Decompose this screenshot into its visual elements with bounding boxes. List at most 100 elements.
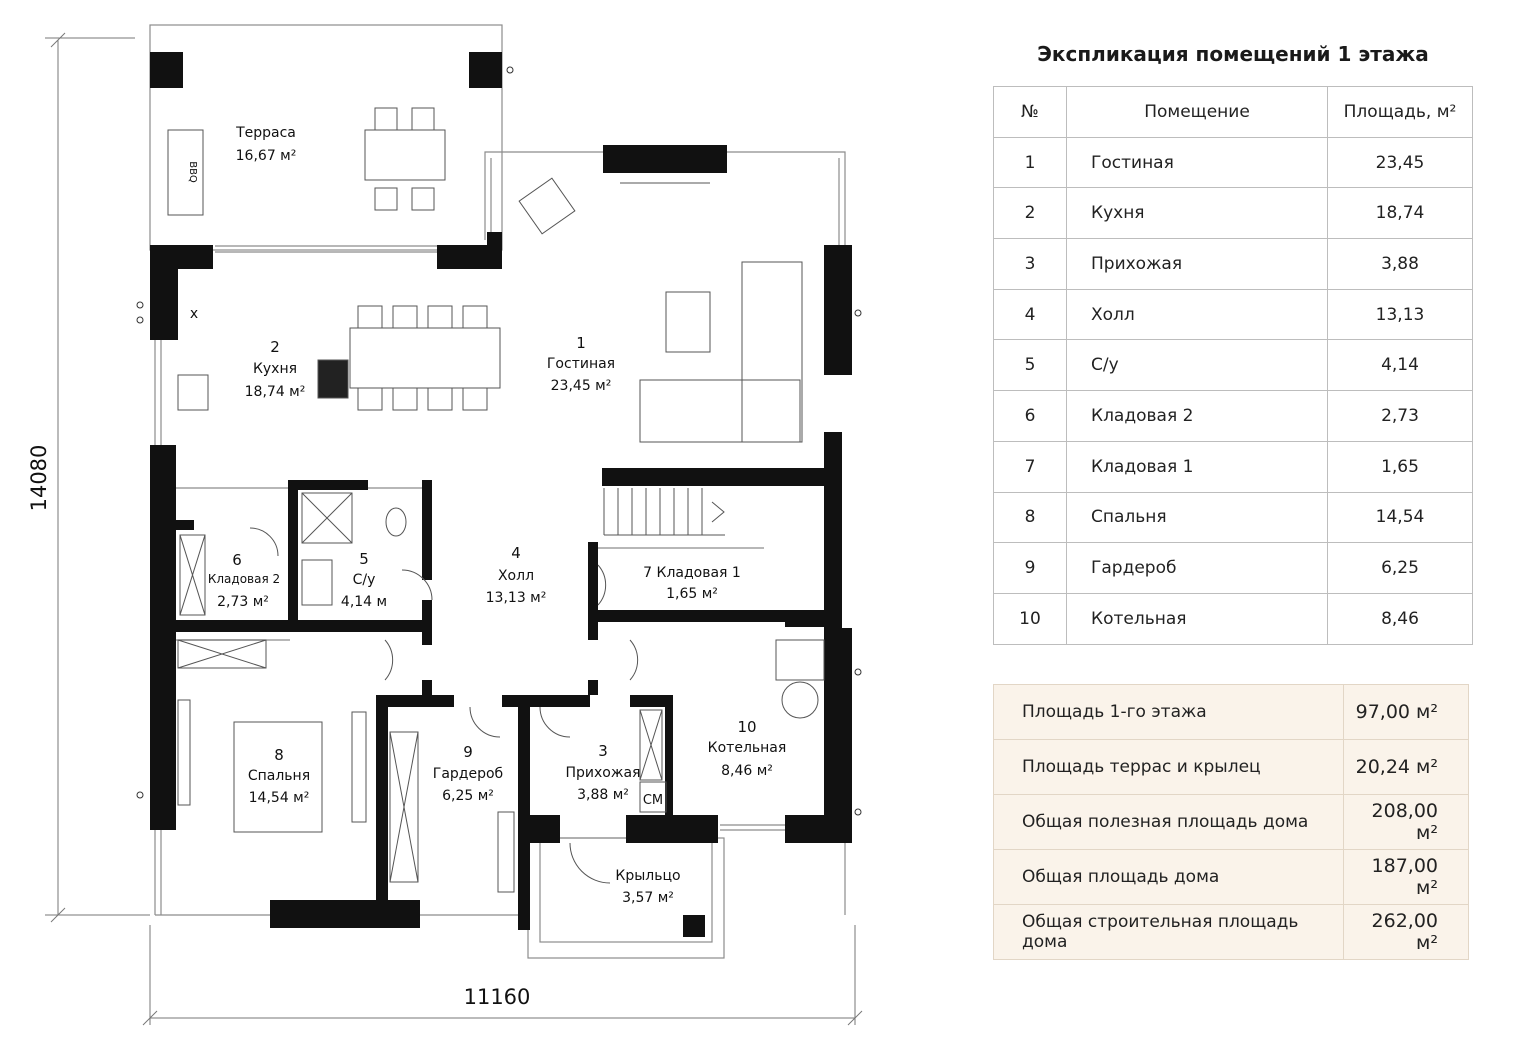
table-row: 6 Кладовая 2 2,73 xyxy=(993,390,1473,442)
terrace-name: Терраса xyxy=(235,125,296,141)
row-area: 1,65 xyxy=(1327,440,1473,493)
row-area: 8,46 xyxy=(1327,592,1473,645)
totals-value: 20,24 м² xyxy=(1342,739,1470,795)
header-room: Помещение xyxy=(1066,86,1328,138)
room-1-number: 1 xyxy=(576,334,586,352)
walls xyxy=(150,52,852,937)
room-7-name: 7 Кладовая 1 xyxy=(643,565,741,581)
room-1-area: 23,45 м² xyxy=(551,378,612,394)
row-num: 5 xyxy=(993,339,1067,392)
totals-label: Общая строительная площадь дома xyxy=(993,904,1344,960)
room-labels: Терраса 16,67 м² 1 Гостиная 23,45 м² 2 К… xyxy=(187,125,786,906)
porch-name: Крыльцо xyxy=(615,868,680,884)
row-area: 4,14 xyxy=(1327,339,1473,392)
room-9-area: 6,25 м² xyxy=(442,788,494,804)
totals-row: Общая площадь дома 187,00 м² xyxy=(993,849,1470,905)
room-4-number: 4 xyxy=(511,544,521,562)
window-markers xyxy=(136,66,862,816)
row-area: 3,88 xyxy=(1327,238,1473,290)
totals-row: Общая полезная площадь дома 208,00 м² xyxy=(993,794,1470,850)
header-num: № xyxy=(993,86,1067,138)
washer-label: СМ xyxy=(643,793,663,808)
row-num: 1 xyxy=(993,136,1067,189)
room-4-area: 13,13 м² xyxy=(486,590,547,606)
room-6-name: Кладовая 2 xyxy=(208,572,280,586)
row-name: Кухня xyxy=(1066,187,1328,240)
row-area: 14,54 xyxy=(1327,491,1473,544)
row-num: 10 xyxy=(993,592,1067,645)
row-name: Кладовая 1 xyxy=(1066,440,1328,493)
furniture xyxy=(167,107,825,893)
row-name: Кладовая 2 xyxy=(1066,390,1328,442)
totals-row: Площадь 1-го этажа 97,00 м² xyxy=(993,684,1470,740)
room-3-name: Прихожая xyxy=(566,765,641,781)
table-row: 4 Холл 13,13 xyxy=(993,288,1473,341)
row-num: 4 xyxy=(993,288,1067,341)
row-area: 13,13 xyxy=(1327,288,1473,341)
room-9-name: Гардероб xyxy=(433,766,503,782)
row-name: Спальня xyxy=(1066,491,1328,544)
row-num: 7 xyxy=(993,440,1067,493)
table-row: 3 Прихожая 3,88 xyxy=(993,238,1473,290)
room-8-number: 8 xyxy=(274,746,284,764)
row-num: 6 xyxy=(993,390,1067,442)
room-5-name: С/у xyxy=(353,572,376,588)
room-7-area: 1,65 м² xyxy=(666,586,718,602)
row-num: 9 xyxy=(993,542,1067,594)
room-2-name: Кухня xyxy=(253,361,297,377)
room-10-area: 8,46 м² xyxy=(721,763,773,779)
porch-area: 3,57 м² xyxy=(622,890,674,906)
table-row: 7 Кладовая 1 1,65 xyxy=(993,440,1473,493)
outline-lines xyxy=(149,24,846,959)
terrace-area: 16,67 м² xyxy=(236,148,297,164)
floor-plan: 11160 14080 xyxy=(27,24,863,1026)
table-row: 2 Кухня 18,74 xyxy=(993,187,1473,240)
room-8-area: 14,54 м² xyxy=(249,790,310,806)
fridge-label: х xyxy=(190,306,198,322)
totals-value: 187,00 м² xyxy=(1342,849,1470,905)
room-6-area: 2,73 м² xyxy=(217,594,269,610)
room-9-number: 9 xyxy=(463,743,473,761)
dimension-height: 14080 xyxy=(27,445,51,512)
totals-label: Площадь 1-го этажа xyxy=(993,684,1344,740)
totals-value: 97,00 м² xyxy=(1342,684,1470,740)
row-name: С/у xyxy=(1066,339,1328,392)
row-num: 3 xyxy=(993,238,1067,290)
table-row: 1 Гостиная 23,45 xyxy=(993,136,1473,189)
row-name: Гардероб xyxy=(1066,542,1328,594)
dimension-lines xyxy=(45,32,863,1026)
row-area: 6,25 xyxy=(1327,542,1473,594)
bbq-label: BBQ xyxy=(187,161,198,183)
totals-row: Площадь террас и крылец 20,24 м² xyxy=(993,739,1470,795)
room-1-name: Гостиная xyxy=(547,356,615,372)
table-row: 9 Гардероб 6,25 xyxy=(993,542,1473,594)
totals-label: Общая площадь дома xyxy=(993,849,1344,905)
row-name: Котельная xyxy=(1066,592,1328,645)
totals-value: 262,00 м² xyxy=(1342,904,1470,960)
table-row: 8 Спальня 14,54 xyxy=(993,491,1473,544)
table-header-row: № Помещение Площадь, м² xyxy=(993,86,1473,138)
room-3-number: 3 xyxy=(598,742,608,760)
room-8-name: Спальня xyxy=(248,768,310,784)
room-2-number: 2 xyxy=(270,338,280,356)
room-5-number: 5 xyxy=(359,550,369,568)
room-6-number: 6 xyxy=(232,551,242,569)
totals-table: Площадь 1-го этажа 97,00 м² Площадь терр… xyxy=(993,684,1470,960)
header-area: Площадь, м² xyxy=(1327,86,1473,138)
row-area: 18,74 xyxy=(1327,187,1473,240)
table-row: 5 С/у 4,14 xyxy=(993,339,1473,392)
room-10-name: Котельная xyxy=(708,740,787,756)
row-num: 2 xyxy=(993,187,1067,240)
totals-label: Общая полезная площадь дома xyxy=(993,794,1344,850)
row-name: Прихожая xyxy=(1066,238,1328,290)
dimension-width: 11160 xyxy=(464,985,531,1009)
room-4-name: Холл xyxy=(498,568,534,584)
room-5-area: 4,14 м xyxy=(341,594,387,610)
row-area: 2,73 xyxy=(1327,390,1473,442)
table-row: 10 Котельная 8,46 xyxy=(993,592,1473,645)
room-2-area: 18,74 м² xyxy=(245,384,306,400)
row-num: 8 xyxy=(993,491,1067,544)
row-name: Гостиная xyxy=(1066,136,1328,189)
totals-value: 208,00 м² xyxy=(1342,794,1470,850)
row-area: 23,45 xyxy=(1327,136,1473,189)
